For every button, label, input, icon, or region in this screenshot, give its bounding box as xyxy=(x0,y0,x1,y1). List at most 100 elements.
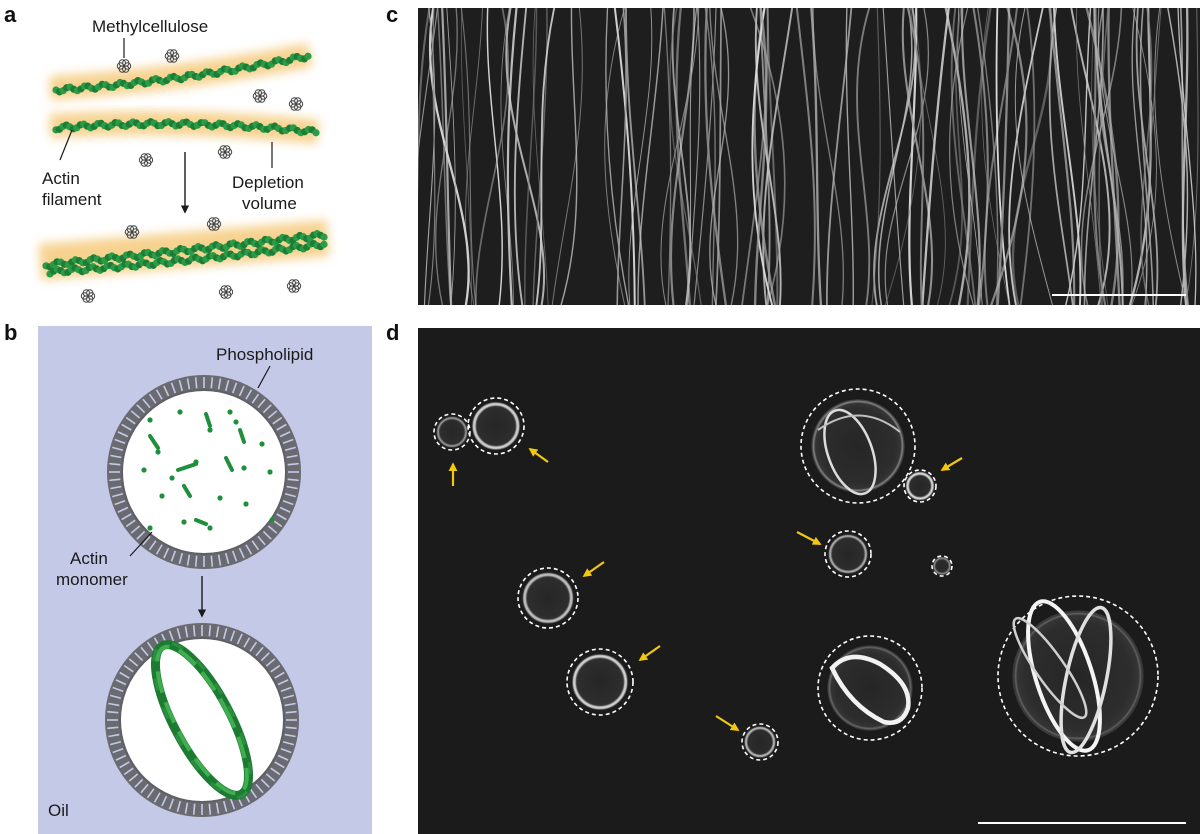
actin-bundle xyxy=(995,8,1011,305)
actin-bundle xyxy=(753,8,768,305)
actin-monomer xyxy=(169,475,175,481)
actin-bundle xyxy=(637,8,664,305)
yellow-arrow-icon xyxy=(940,457,963,471)
actin-ring xyxy=(1012,616,1088,720)
actin-filament-leader xyxy=(59,129,73,161)
actin-bundle xyxy=(524,8,538,305)
actin-bundle xyxy=(1075,8,1102,305)
actin-bundle xyxy=(446,8,456,305)
actin-monomer xyxy=(233,419,239,425)
actin-bundle xyxy=(513,8,528,305)
methylcellulose-coil-icon xyxy=(80,289,96,303)
vesicle-outline xyxy=(517,567,579,629)
actin-bundle xyxy=(976,8,999,305)
vesicle-outline xyxy=(467,397,525,455)
actin-filament xyxy=(42,230,328,271)
actin-bundle xyxy=(423,8,436,305)
actin-monomer xyxy=(141,467,147,473)
actin-bundle xyxy=(884,8,922,305)
actin-monomer xyxy=(243,501,249,507)
encapsulated-vesicle xyxy=(800,388,916,504)
actin-bundle xyxy=(460,8,473,305)
actin-bundle xyxy=(944,8,971,305)
actin-bundle xyxy=(1131,8,1157,305)
yellow-arrow-icon xyxy=(796,531,822,545)
actin-monomer xyxy=(159,493,165,499)
encapsulated-vesicle xyxy=(824,530,872,578)
methylcellulose-coil-icon xyxy=(217,145,233,159)
actin-monomer xyxy=(177,409,183,415)
vesicle-outline xyxy=(903,469,937,503)
actin-bundle xyxy=(1093,8,1124,305)
oil-label: Oil xyxy=(48,801,69,820)
methylcellulose-coil-icon xyxy=(116,59,132,73)
actin-filament xyxy=(52,118,320,137)
encapsulated-vesicle xyxy=(931,555,953,577)
actin-bundle xyxy=(1177,8,1197,305)
actin-bundle xyxy=(966,8,992,305)
actin-bundle xyxy=(825,8,853,305)
actin-bundle xyxy=(397,0,410,320)
vesicle-bottom xyxy=(105,623,299,817)
actin-bundle xyxy=(1185,8,1199,305)
actin-monomer xyxy=(207,427,213,433)
actin-filaments-a xyxy=(42,52,328,278)
vesicle-outline xyxy=(997,595,1159,757)
actin-bundle xyxy=(704,8,716,305)
actin-bundle xyxy=(1085,8,1120,305)
short-actin-filament xyxy=(194,518,208,526)
actin-bundle xyxy=(441,8,453,305)
vesicle-outline xyxy=(566,648,634,716)
actin-bundle xyxy=(762,8,794,305)
actin-bundle xyxy=(1167,8,1189,305)
actin-monomer xyxy=(147,417,153,423)
actin-bundle xyxy=(960,8,981,305)
actin-bundle xyxy=(709,8,730,305)
actin-filament-label-1: Actin xyxy=(42,169,80,188)
encapsulated-vesicle xyxy=(817,635,923,741)
encapsulated-vesicle xyxy=(741,723,779,761)
actin-monomer xyxy=(147,525,153,531)
actin-filament xyxy=(52,52,312,96)
actin-bundle xyxy=(948,8,964,305)
actin-bundle xyxy=(921,8,950,305)
phospholipid-label: Phospholipid xyxy=(216,345,313,364)
short-actin-filament xyxy=(182,484,192,498)
actin-bundle xyxy=(1008,8,1044,305)
actin-bundle xyxy=(687,8,701,305)
short-actin-filament xyxy=(238,428,246,444)
actin-bundle-network xyxy=(397,0,1199,320)
actin-bundle xyxy=(1131,8,1148,305)
actin-bundle xyxy=(1179,8,1189,305)
actin-bundle xyxy=(669,8,702,305)
actin-bundle xyxy=(624,8,646,305)
encapsulated-vesicle xyxy=(517,567,579,629)
vesicle-micrograph xyxy=(433,388,1159,761)
vesicle-outline xyxy=(817,635,923,741)
panel-b-label: b xyxy=(4,320,17,345)
actin-bundle xyxy=(560,8,578,305)
actin-bundle xyxy=(882,8,905,305)
methylcellulose-coil-icon xyxy=(138,153,154,167)
vesicle-outline xyxy=(741,723,779,761)
methylcellulose-coil-icon xyxy=(286,279,302,293)
yellow-arrow-icon xyxy=(638,645,661,662)
short-actin-filament xyxy=(204,412,212,428)
actin-bundle xyxy=(435,8,458,305)
yellow-arrow-icon xyxy=(715,715,740,731)
methylcellulose-coils xyxy=(80,49,304,303)
actin-bundle xyxy=(436,8,452,305)
actin-bundle xyxy=(856,8,871,305)
actin-monomer xyxy=(217,495,223,501)
actin-bundle xyxy=(532,8,549,305)
short-actin-filament xyxy=(148,434,160,450)
vesicle-outline xyxy=(931,555,953,577)
actin-bundle xyxy=(418,8,439,159)
actin-ring xyxy=(1026,599,1102,753)
actin-filament-label-2: filament xyxy=(42,190,102,209)
actin-monomer xyxy=(269,517,275,523)
panel-d-label: d xyxy=(386,320,399,345)
yellow-arrow-icon xyxy=(528,447,549,463)
actin-bundle xyxy=(460,8,477,305)
actin-ring xyxy=(1059,605,1113,755)
